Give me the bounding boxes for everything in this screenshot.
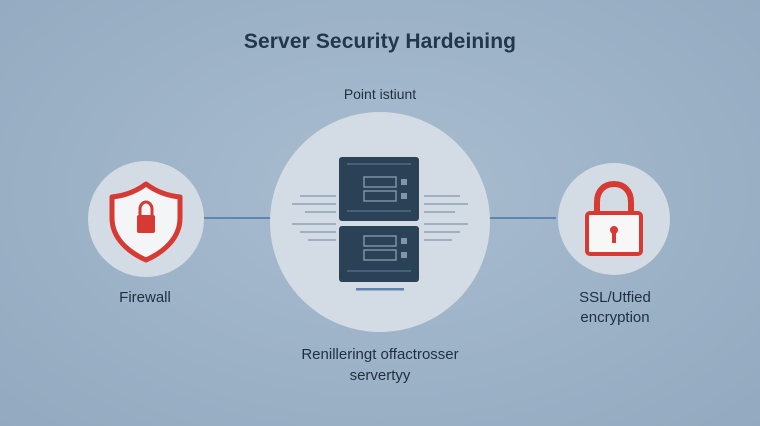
server-caption: Renilleringt offactrosser servertyy <box>0 344 760 386</box>
firewall-node <box>88 161 204 277</box>
padlock-icon <box>585 180 643 256</box>
diagram-subtitle: Point istiunt <box>343 86 417 102</box>
ssl-label: SSL/Utfied encryption <box>540 288 690 328</box>
server-caption-line2: servertyy <box>349 367 411 384</box>
server-caption-line1: Renilleringt offactrosser <box>301 346 459 363</box>
diagram-title: Server Security Hardeining <box>243 30 517 53</box>
data-flow-right <box>424 195 468 241</box>
ssl-node <box>558 163 670 275</box>
data-flow-left <box>292 195 336 241</box>
firewall-label: Firewall <box>119 289 171 306</box>
server-circle <box>270 112 490 332</box>
ssl-label-line1: SSL/Utfied <box>579 289 651 306</box>
shield-lock-icon <box>109 181 183 263</box>
server-node <box>270 112 490 332</box>
ssl-label-line2: encryption <box>580 309 650 326</box>
server-icon <box>339 157 419 291</box>
